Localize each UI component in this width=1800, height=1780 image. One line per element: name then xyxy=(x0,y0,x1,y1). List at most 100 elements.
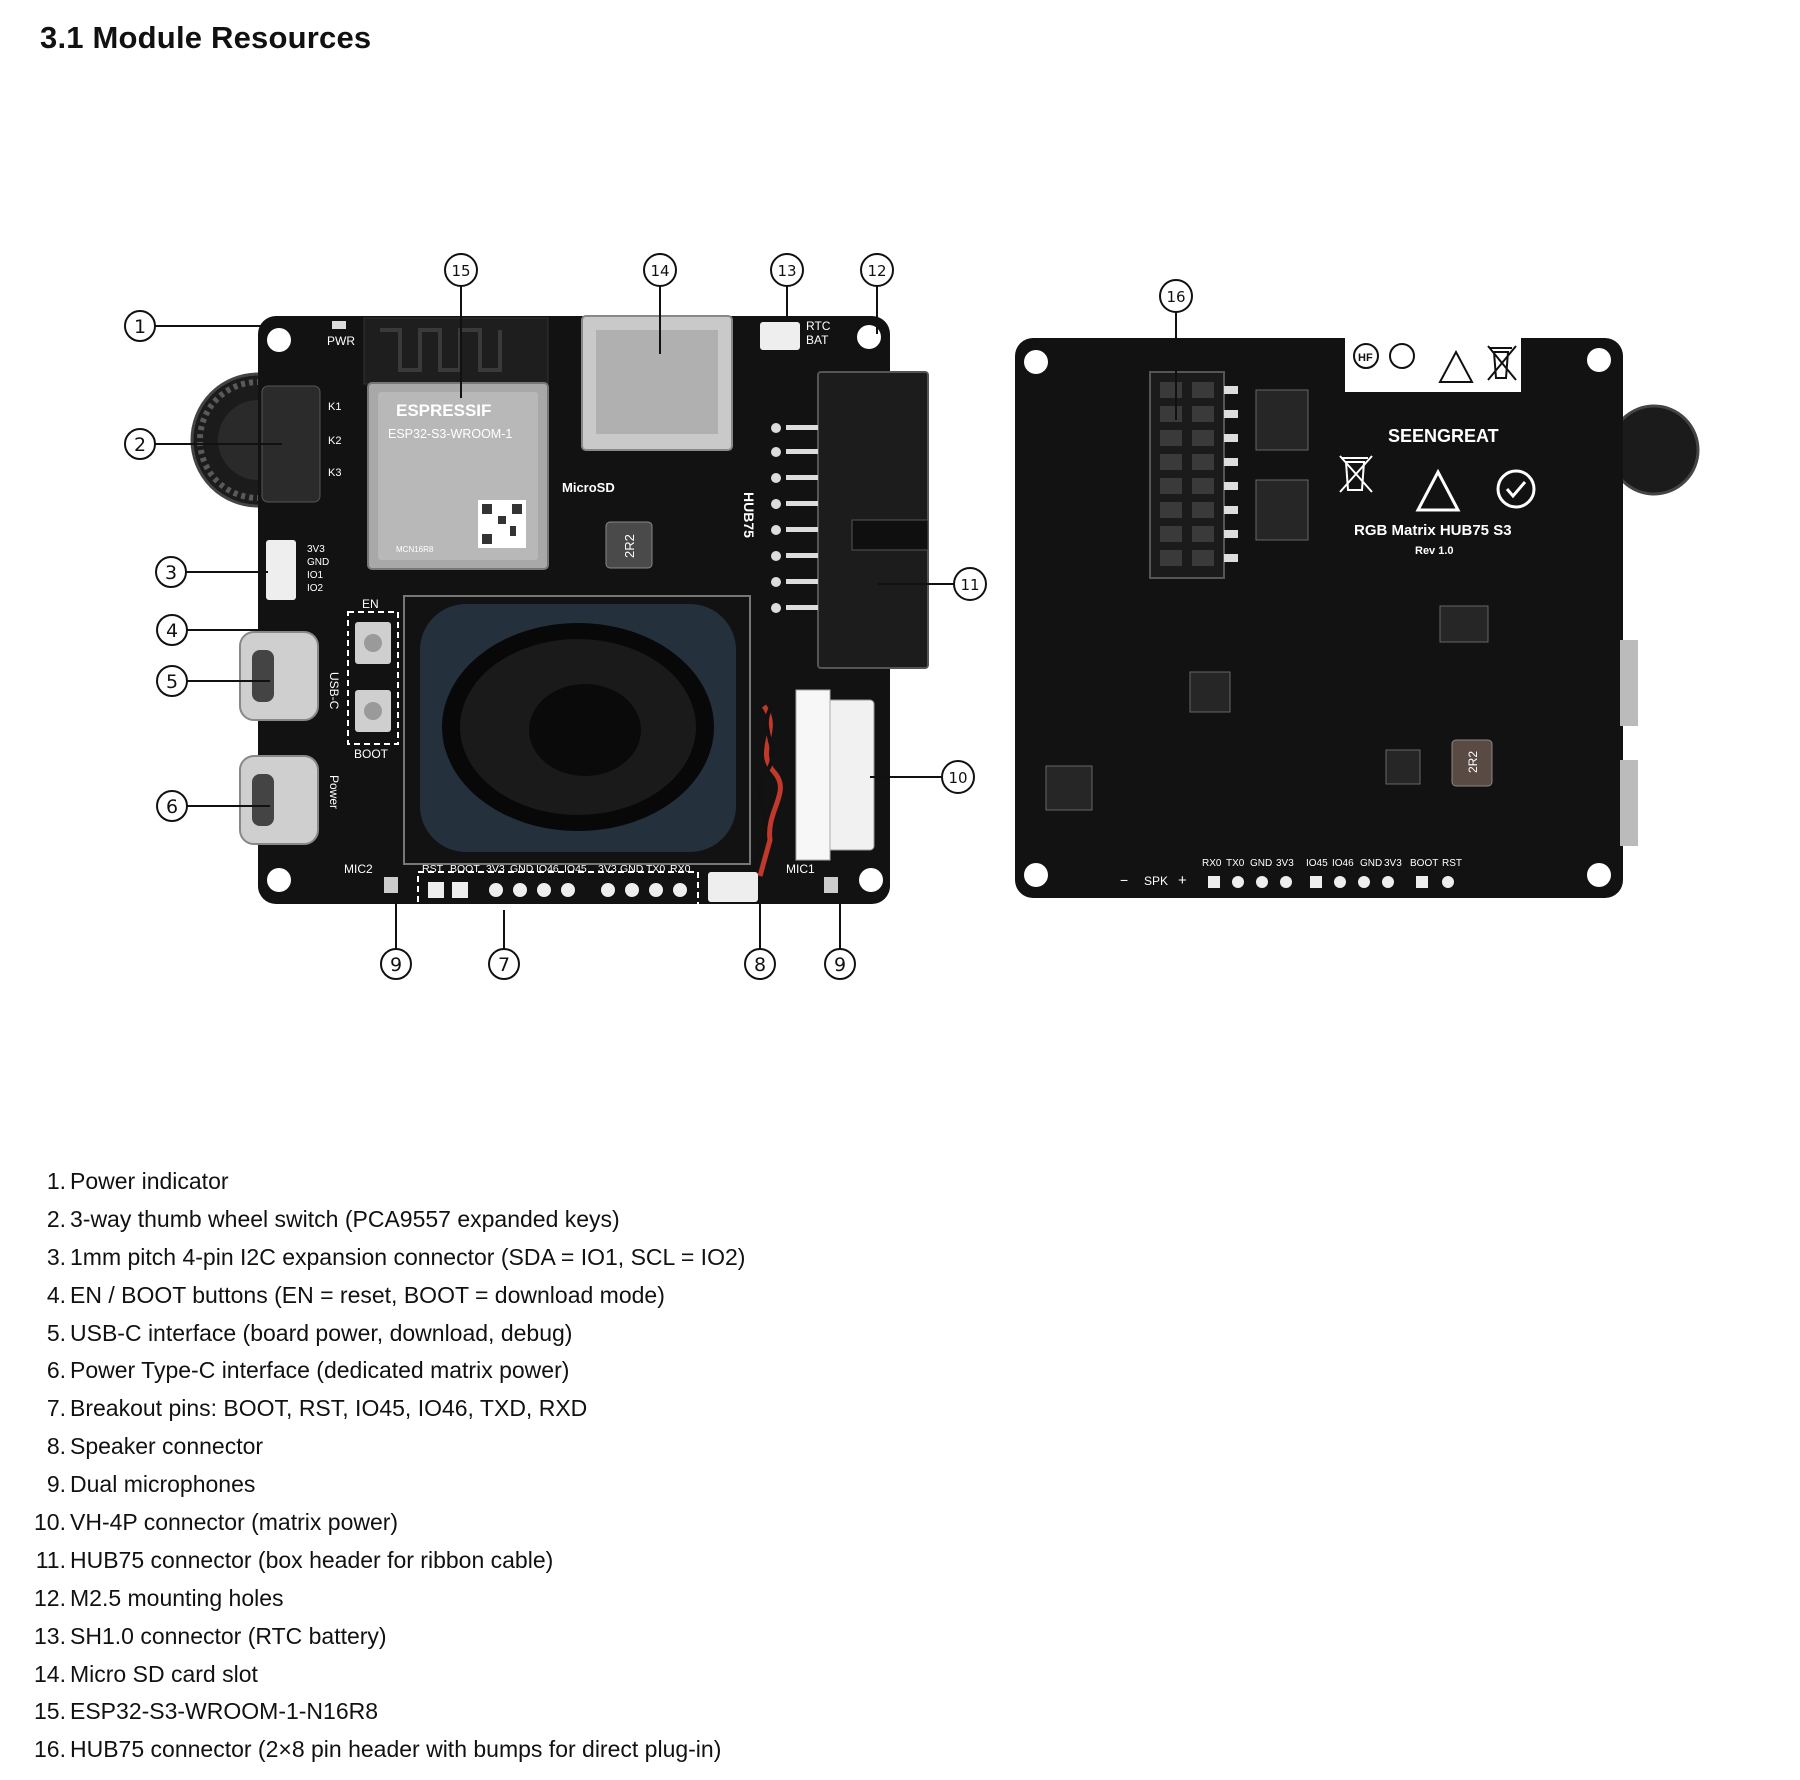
back-pin-io46: IO46 xyxy=(1332,858,1354,869)
list-item-text: Dual microphones xyxy=(70,1471,256,1498)
back-pin-io45: IO45 xyxy=(1306,858,1328,869)
list-item-number: 3. xyxy=(46,1243,66,1270)
speaker-connector xyxy=(708,872,758,902)
back-brand: SEENGREAT xyxy=(1388,426,1499,446)
mounting-hole-icon xyxy=(267,868,291,892)
back-pin-gnd: GND xyxy=(1250,858,1272,869)
list-item-number: 8. xyxy=(46,1433,66,1460)
board-diagram: PWR K1 K2 K3 3V3 GND IO1 IO2 EN BOOT USB… xyxy=(124,253,1700,980)
mounting-hole-icon xyxy=(1587,863,1611,887)
spk-label: SPK xyxy=(1144,874,1168,888)
list-item-text: Power indicator xyxy=(70,1168,229,1194)
board-figure: PWR K1 K2 K3 3V3 GND IO1 IO2 EN BOOT USB… xyxy=(100,240,1700,1000)
back-pcb xyxy=(1015,338,1623,898)
rohs-check-icon xyxy=(1496,469,1536,509)
header-pin-io46: IO46 xyxy=(536,863,559,875)
list-item-text: Speaker connector xyxy=(70,1433,264,1460)
front-inductor xyxy=(605,521,653,569)
back-inductor xyxy=(1451,739,1493,787)
en-label: EN xyxy=(362,597,379,611)
list-item: 3.1mm pitch 4-pin I2C expansion connecto… xyxy=(0,1239,746,1277)
mounting-hole-icon xyxy=(1587,348,1611,372)
svg-text:2: 2 xyxy=(134,434,146,456)
back-ic-chip xyxy=(1439,605,1489,643)
hub75-pins xyxy=(771,423,818,613)
usb-c-port xyxy=(239,631,319,721)
front-inductor-label: 2R2 xyxy=(622,534,637,558)
speaker-wire xyxy=(757,704,783,877)
list-item: 10.VH-4P connector (matrix power) xyxy=(0,1504,745,1542)
svg-text:3: 3 xyxy=(165,562,177,584)
list-item-number: 7. xyxy=(46,1395,66,1422)
list-item: 4.EN / BOOT buttons (EN = reset, BOOT = … xyxy=(0,1277,745,1315)
list-item-text: Breakout pins: BOOT, RST, IO45, IO46, TX… xyxy=(70,1395,588,1422)
callout-11: 11 xyxy=(953,567,987,601)
power-label: Power xyxy=(327,775,341,809)
callout-1: 1 xyxy=(124,310,156,342)
callout-8: 8 xyxy=(744,948,776,980)
callout-leaders xyxy=(154,286,1177,949)
list-item-number: 13. xyxy=(34,1622,66,1649)
list-item-text: HUB75 connector (box header for ribbon c… xyxy=(70,1546,554,1573)
list-item-text: USB-C interface (board power, download, … xyxy=(70,1319,573,1346)
mounting-hole-icon xyxy=(267,328,291,352)
hf-label: HF xyxy=(1358,352,1373,364)
list-item-text: M2.5 mounting holes xyxy=(70,1584,284,1611)
back-ic-chip xyxy=(1255,479,1309,541)
list-item-number: 12. xyxy=(34,1584,66,1611)
svg-text:11: 11 xyxy=(960,576,979,594)
mounting-hole-icon xyxy=(859,868,883,892)
list-item: 2.3-way thumb wheel switch (PCA9557 expa… xyxy=(0,1201,745,1239)
k3-label: K3 xyxy=(328,467,341,479)
list-item: 16.HUB75 connector (2×8 pin header with … xyxy=(0,1731,745,1769)
list-item-number: 5. xyxy=(46,1319,66,1346)
back-ic-chip xyxy=(1189,671,1231,713)
back-ic-chip xyxy=(1045,765,1093,811)
breakout-pads xyxy=(428,882,687,898)
list-item-number: 14. xyxy=(34,1660,66,1687)
i2c-pin-io2: IO2 xyxy=(307,583,324,594)
pb-free-icon xyxy=(1389,343,1415,369)
i2c-pin-io1: IO1 xyxy=(307,570,324,581)
module-name: ESP32-S3-WROOM-1 xyxy=(388,427,512,441)
list-item: 5.USB-C interface (board power, download… xyxy=(0,1315,745,1353)
svg-text:9: 9 xyxy=(390,954,402,976)
svg-text:9: 9 xyxy=(834,954,846,976)
header-pin-3v3-b: 3V3 xyxy=(598,863,617,875)
callout-16: 16 xyxy=(1159,279,1193,313)
callout-3: 3 xyxy=(155,556,187,588)
header-pin-tx0: TX0 xyxy=(646,863,665,875)
rtc-connector xyxy=(760,322,800,350)
list-item: 1.Power indicator xyxy=(0,1163,745,1201)
list-item-number: 4. xyxy=(46,1281,66,1308)
header-pin-gnd: GND xyxy=(510,863,534,875)
svg-text:7: 7 xyxy=(498,954,510,976)
callout-2: 2 xyxy=(124,428,156,460)
svg-text:16: 16 xyxy=(1166,288,1185,306)
microphone-icon xyxy=(384,877,398,893)
i2c-connector xyxy=(266,540,296,600)
i2c-pin-3v3: 3V3 xyxy=(307,544,325,555)
list-item: 9.Dual microphones xyxy=(0,1466,745,1504)
resource-list: 1.Power indicator 2.3-way thumb wheel sw… xyxy=(0,1163,745,1769)
callout-9-right: 9 xyxy=(824,948,856,980)
mounting-hole-icon xyxy=(1024,863,1048,887)
svg-text:6: 6 xyxy=(166,796,178,818)
speaker-outline xyxy=(403,595,751,865)
header-pin-rx0: RX0 xyxy=(670,863,691,875)
svg-text:8: 8 xyxy=(754,954,766,976)
button-group-outline xyxy=(347,611,399,745)
list-item-number: 1. xyxy=(46,1168,66,1194)
header-pin-rst: RST xyxy=(422,863,444,875)
back-ic-chip xyxy=(1255,389,1309,451)
list-item-number: 6. xyxy=(46,1357,66,1384)
mic2-label: MIC2 xyxy=(344,862,373,876)
callout-markers: 1 2 3 4 5 6 7 8 9 9 10 11 12 13 14 15 16 xyxy=(124,253,1193,980)
hub75-label: HUB75 xyxy=(741,492,757,538)
module-brand: ESPRESSIF xyxy=(396,401,491,420)
list-item: 14.Micro SD card slot xyxy=(0,1656,745,1694)
svg-text:14: 14 xyxy=(650,262,669,280)
list-item-text: SH1.0 connector (RTC battery) xyxy=(70,1622,387,1649)
back-board: HF SEENGREAT RGB Matrix HUB75 S3 Rev 1.0 xyxy=(1015,336,1700,898)
usbc-label: USB-C xyxy=(327,672,341,710)
